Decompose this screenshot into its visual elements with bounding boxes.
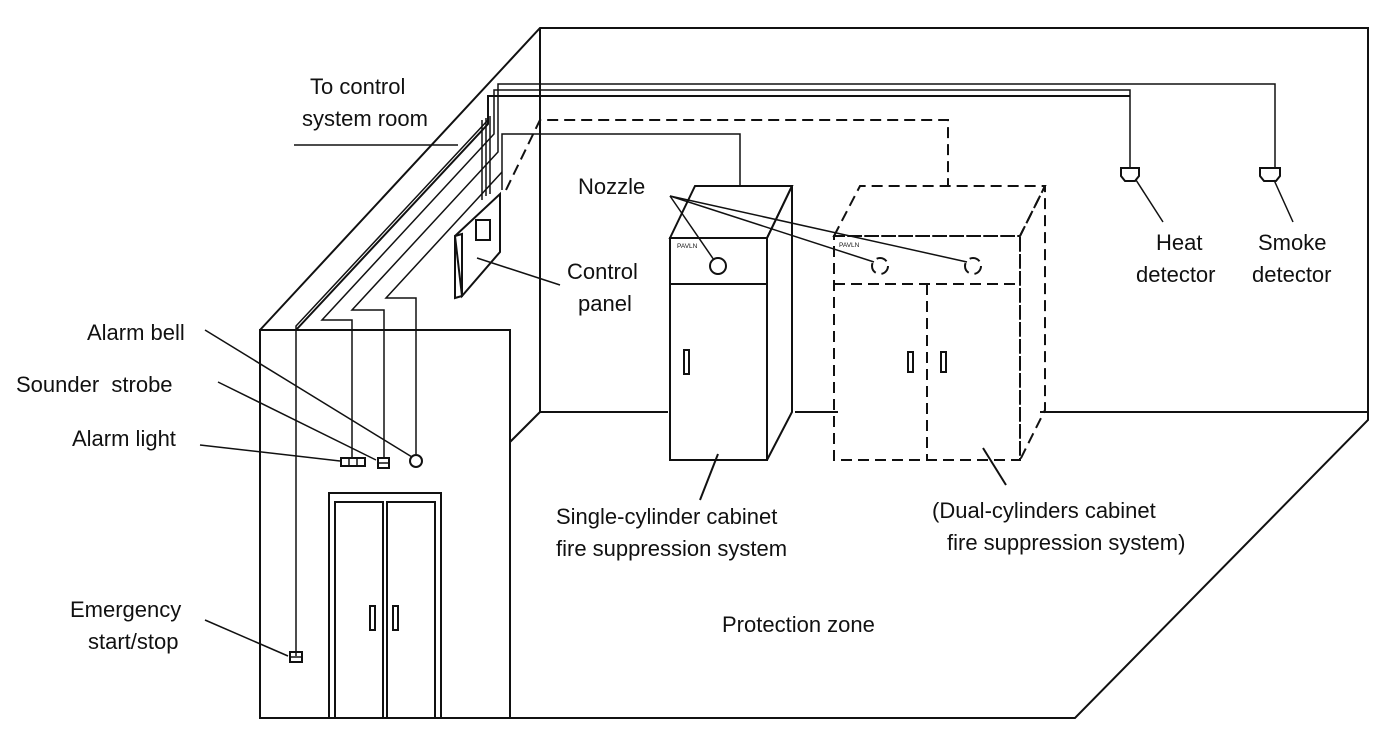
sounder-strobe bbox=[377, 457, 390, 469]
heat-detector-line2: detector bbox=[1136, 262, 1216, 287]
heat-detector-line1: Heat bbox=[1156, 230, 1202, 255]
dual-nozzle-1 bbox=[871, 257, 889, 275]
labels: To control system room Nozzle Control pa… bbox=[16, 74, 1332, 654]
door-handle-right bbox=[392, 605, 399, 631]
dual-cabinet-line2: fire suppression system) bbox=[947, 530, 1185, 555]
alarm-bell bbox=[409, 454, 423, 468]
sounder-strobe-label: Sounder strobe bbox=[16, 372, 173, 397]
dual-brand-label: PAVLN bbox=[839, 242, 860, 249]
emergency-line2: start/stop bbox=[88, 629, 178, 654]
front-wall bbox=[259, 329, 511, 719]
alarm-light-label: Alarm light bbox=[72, 426, 176, 451]
protection-zone-label: Protection zone bbox=[722, 612, 875, 637]
control-panel-display bbox=[475, 219, 491, 241]
wiring bbox=[295, 83, 1276, 656]
alarm-bell-label: Alarm bell bbox=[87, 320, 185, 345]
emergency-button bbox=[289, 651, 303, 663]
to-control-room-line1: To control bbox=[310, 74, 405, 99]
dual-handle-left bbox=[907, 351, 914, 373]
dual-handle-right bbox=[940, 351, 947, 373]
to-control-room-line2: system room bbox=[302, 106, 428, 131]
dual-cabinet-line1: (Dual-cylinders cabinet bbox=[932, 498, 1156, 523]
single-brand-label: PAVLN bbox=[677, 243, 698, 250]
smoke-detector bbox=[1259, 167, 1281, 182]
heat-detector bbox=[1120, 167, 1140, 182]
single-cylinder-cabinet: PAVLN bbox=[668, 185, 794, 461]
control-panel-line1: Control bbox=[567, 259, 638, 284]
door-handle-left bbox=[369, 605, 376, 631]
control-panel[interactable] bbox=[453, 191, 501, 300]
alarm-light bbox=[340, 457, 366, 467]
single-cabinet-handle bbox=[683, 349, 690, 375]
single-cabinet-line1: Single-cylinder cabinet bbox=[556, 504, 777, 529]
dual-nozzle-2 bbox=[964, 257, 982, 275]
smoke-detector-line2: detector bbox=[1252, 262, 1332, 287]
emergency-line1: Emergency bbox=[70, 597, 181, 622]
dual-cylinder-cabinet: PAVLN bbox=[832, 185, 1047, 461]
single-cabinet-line2: fire suppression system bbox=[556, 536, 787, 561]
leader-lines bbox=[199, 144, 1294, 657]
smoke-detector-line1: Smoke bbox=[1258, 230, 1326, 255]
nozzle-label: Nozzle bbox=[578, 174, 645, 199]
control-panel-line2: panel bbox=[578, 291, 632, 316]
single-nozzle bbox=[709, 257, 727, 275]
door bbox=[328, 492, 442, 719]
room-outline bbox=[259, 27, 1369, 719]
